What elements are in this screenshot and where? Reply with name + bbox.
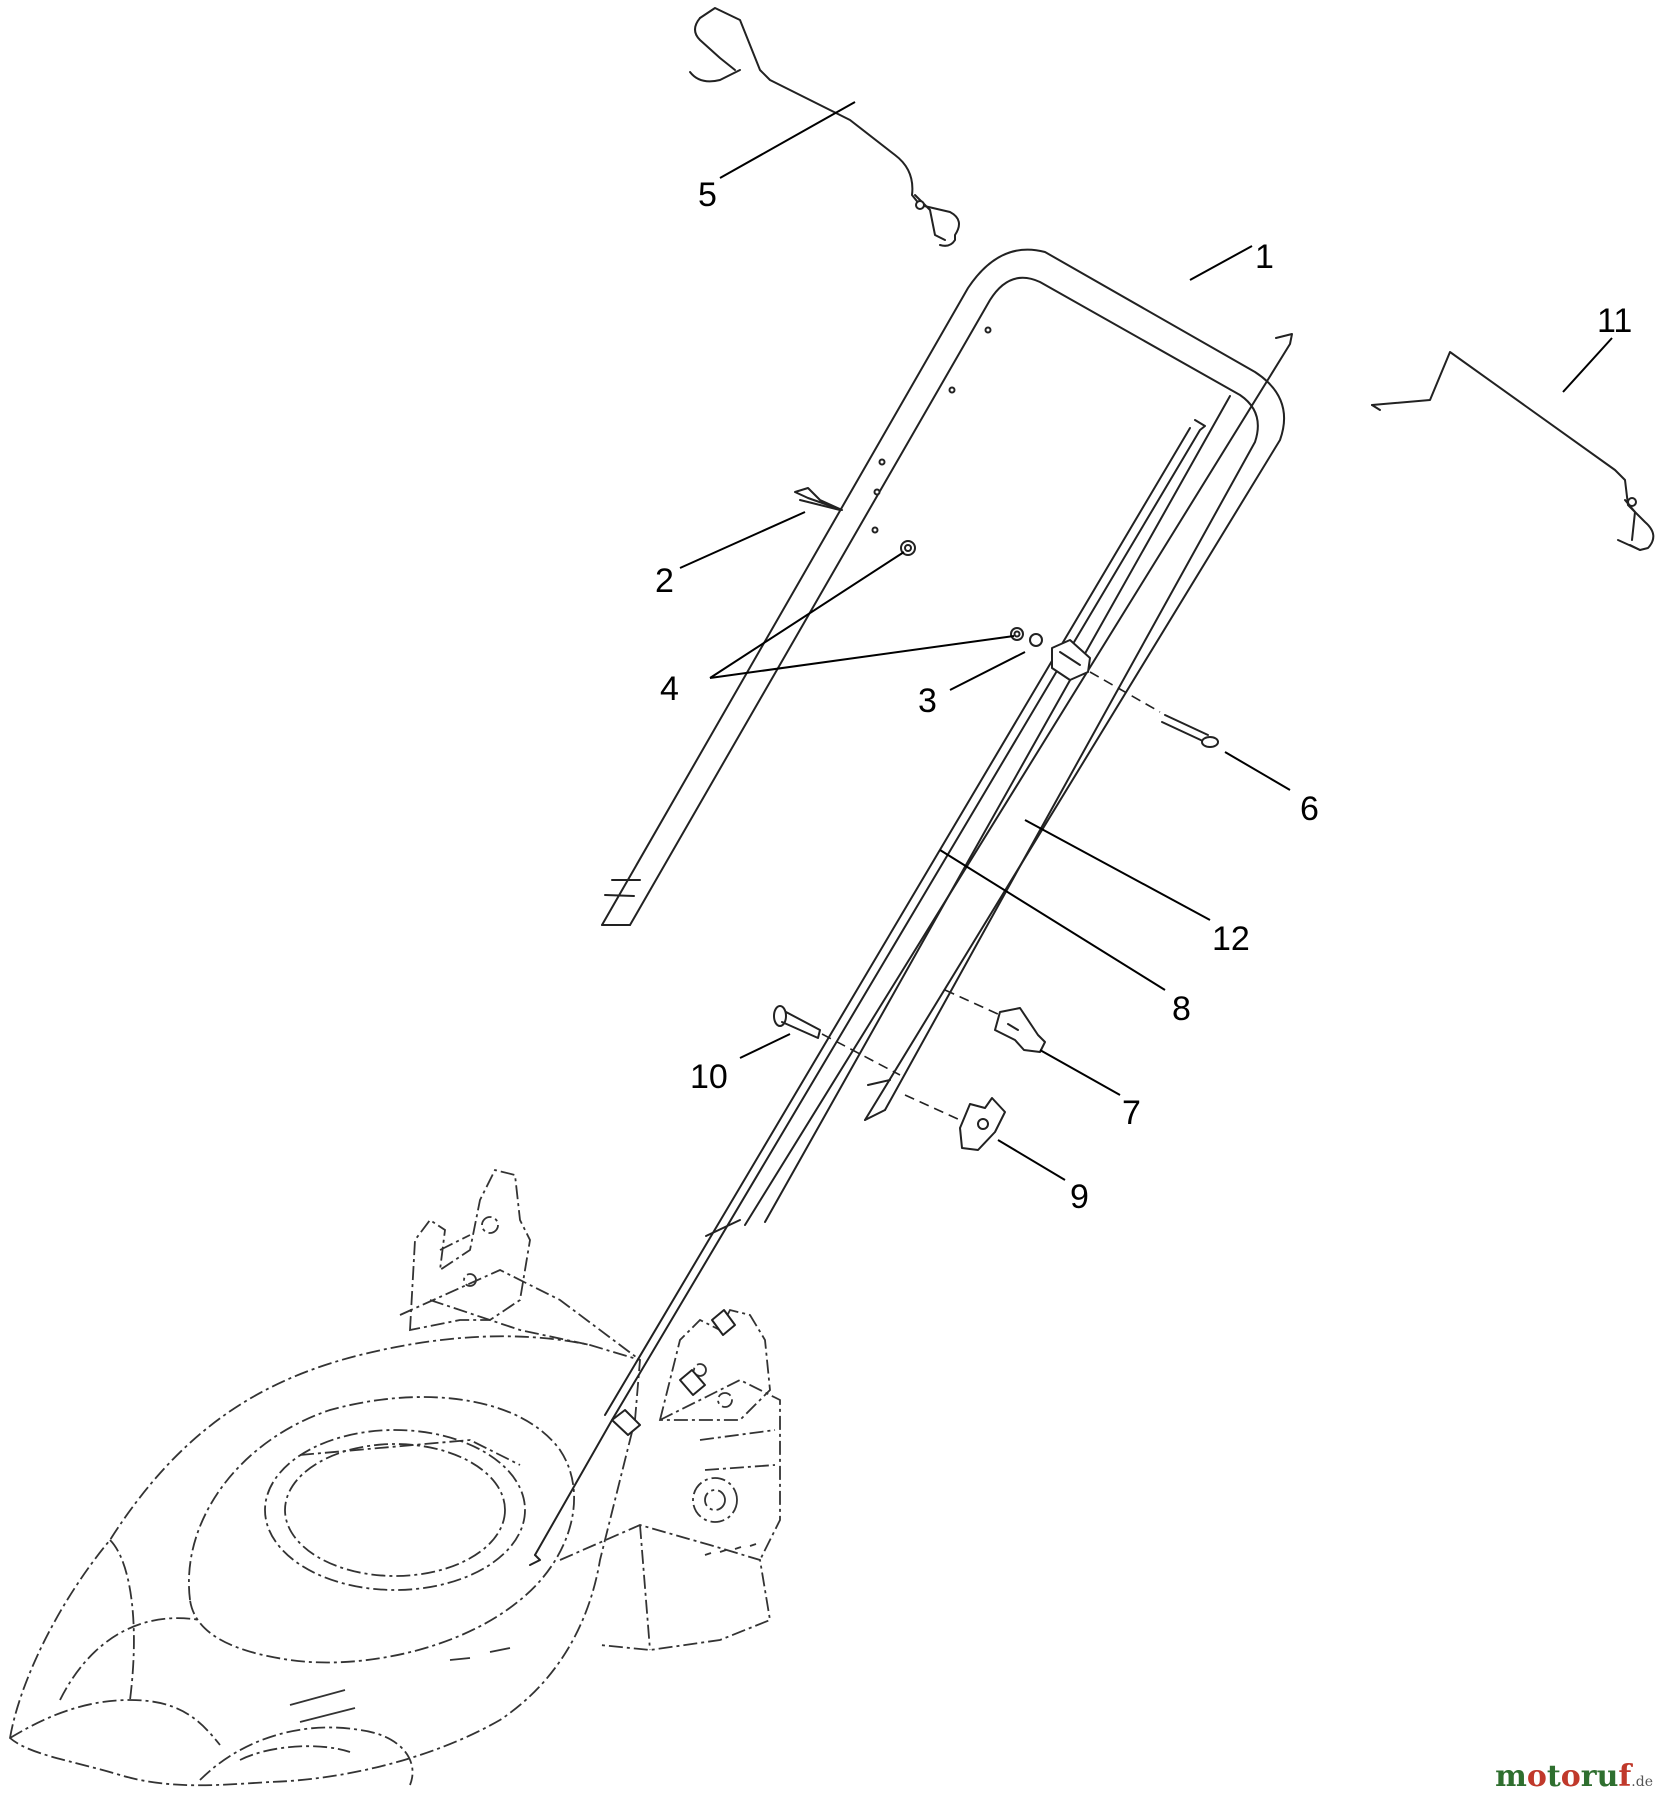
callout-9: 9 [1070, 1178, 1089, 1216]
leader-3 [949, 651, 1026, 691]
leader-4b [709, 635, 1015, 679]
leader-7 [1039, 1049, 1121, 1096]
callout-12: 12 [1212, 920, 1250, 958]
leader-1 [1189, 245, 1253, 281]
leader-2 [679, 511, 806, 569]
watermark-tld: .de [1631, 1774, 1653, 1790]
leader-11 [1562, 337, 1613, 393]
part-11-wire [1371, 351, 1655, 551]
leader-5 [719, 101, 856, 179]
watermark-brand: motoruf [1495, 1759, 1632, 1794]
callout-5: 5 [698, 176, 717, 214]
bail-rod [744, 333, 1293, 1226]
part-5-wire [689, 7, 960, 247]
callout-labels: 1 2 3 4 5 6 7 8 9 10 11 12 [655, 176, 1632, 1216]
part-9-knob [959, 1097, 1006, 1151]
callout-2: 2 [655, 562, 674, 600]
leader-9 [997, 1139, 1066, 1181]
callout-1: 1 [1255, 238, 1274, 276]
leader-lines [679, 101, 1613, 1181]
part-10-bolt [773, 1005, 961, 1121]
mower-deck [9, 1168, 781, 1787]
callout-8: 8 [1172, 990, 1191, 1028]
part-2-clip [794, 487, 843, 511]
callout-11: 11 [1597, 302, 1632, 340]
leader-6 [1224, 751, 1291, 791]
callout-10: 10 [690, 1058, 728, 1096]
leader-8 [939, 849, 1166, 991]
control-cable [529, 419, 1206, 1566]
callout-7: 7 [1122, 1094, 1141, 1132]
part-4-nuts [900, 540, 1024, 641]
watermark-logo: motoruf.de [1495, 1759, 1653, 1794]
part-3-clamp [1029, 633, 1091, 681]
leader-12 [1024, 819, 1211, 921]
callout-6: 6 [1300, 790, 1319, 828]
callout-4: 4 [660, 670, 679, 708]
part-6-pin [1089, 671, 1219, 748]
part-7-spacer [944, 989, 1046, 1053]
leader-4a [709, 551, 905, 679]
leader-10 [739, 1033, 791, 1059]
callout-3: 3 [918, 682, 937, 720]
handle-tube [601, 248, 1286, 1121]
